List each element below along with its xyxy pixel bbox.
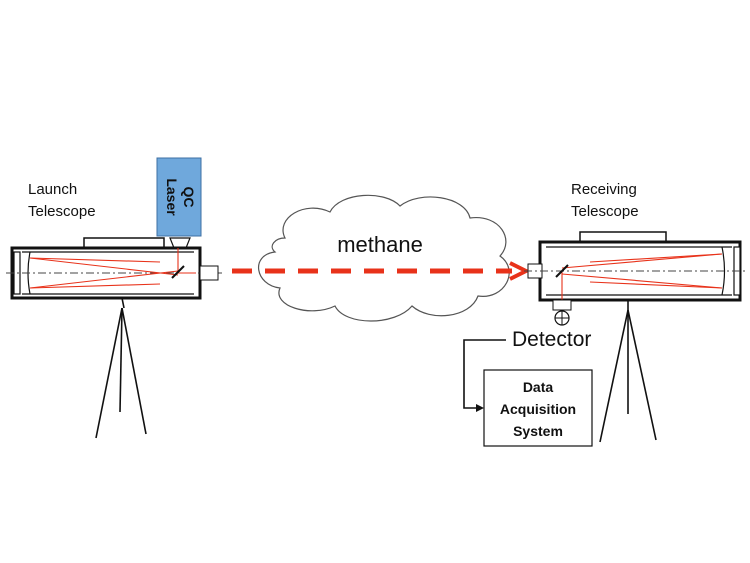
daq-box [483, 369, 593, 447]
laser-box [156, 157, 202, 237]
beam-arrowhead [509, 261, 531, 281]
receiving-label-line1: Receiving [571, 181, 637, 198]
connector-arrowhead [476, 404, 484, 412]
signal-connector [463, 339, 506, 412]
launch-telescope [6, 237, 222, 439]
detector-mount [552, 299, 572, 311]
receiving-telescope [524, 231, 748, 443]
receiving-label-line2: Telescope [571, 203, 639, 220]
laser-label-line2: Laser [164, 178, 180, 216]
receiving-tripod [599, 300, 657, 443]
gas-label: methane [337, 232, 423, 257]
launch-tripod [95, 297, 147, 439]
daq-label-line1: Data [523, 379, 554, 395]
launch-eyepiece [199, 265, 219, 281]
daq-label-line2: Acquisition [500, 401, 576, 417]
receiving-secondary-mirror [555, 264, 569, 278]
launch-ray-trace [29, 248, 196, 289]
qc-laser: QC Laser [156, 157, 202, 237]
receiving-ray-trace [561, 253, 723, 304]
daq-system: Data Acquisition System [483, 369, 593, 447]
methane-cloud: methane [257, 194, 510, 322]
launch-label-line2: Telescope [28, 203, 96, 220]
daq-label-line3: System [513, 423, 563, 439]
laser-label-line1: QC [181, 187, 197, 208]
detector-label: Detector [512, 328, 591, 351]
launch-secondary-mirror [171, 265, 185, 279]
launch-label-line1: Launch [28, 181, 77, 198]
